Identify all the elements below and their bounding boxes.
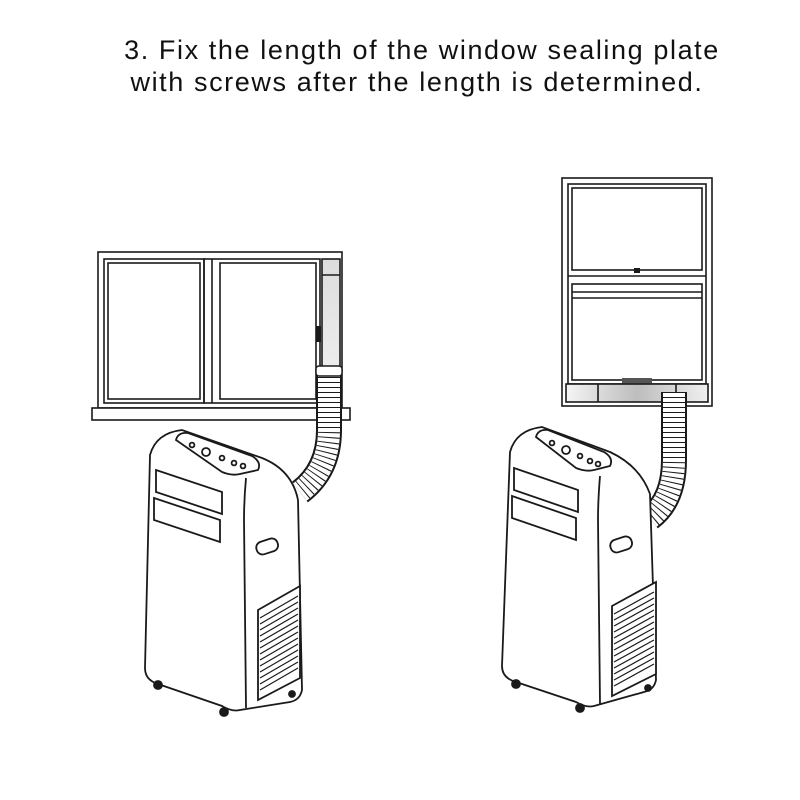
- sliding-window: [91, 251, 351, 421]
- hung-window: [561, 177, 713, 407]
- side-grille-lines-right: [613, 591, 655, 687]
- side-grille-lines-left: [259, 595, 299, 691]
- instruction-line-2: with screws after the length is determin…: [130, 67, 704, 97]
- exhaust-hose-right: [641, 392, 687, 529]
- exhaust-hose-left: [291, 365, 343, 503]
- instruction-line-1: 3. Fix the length of the window sealing …: [124, 35, 720, 65]
